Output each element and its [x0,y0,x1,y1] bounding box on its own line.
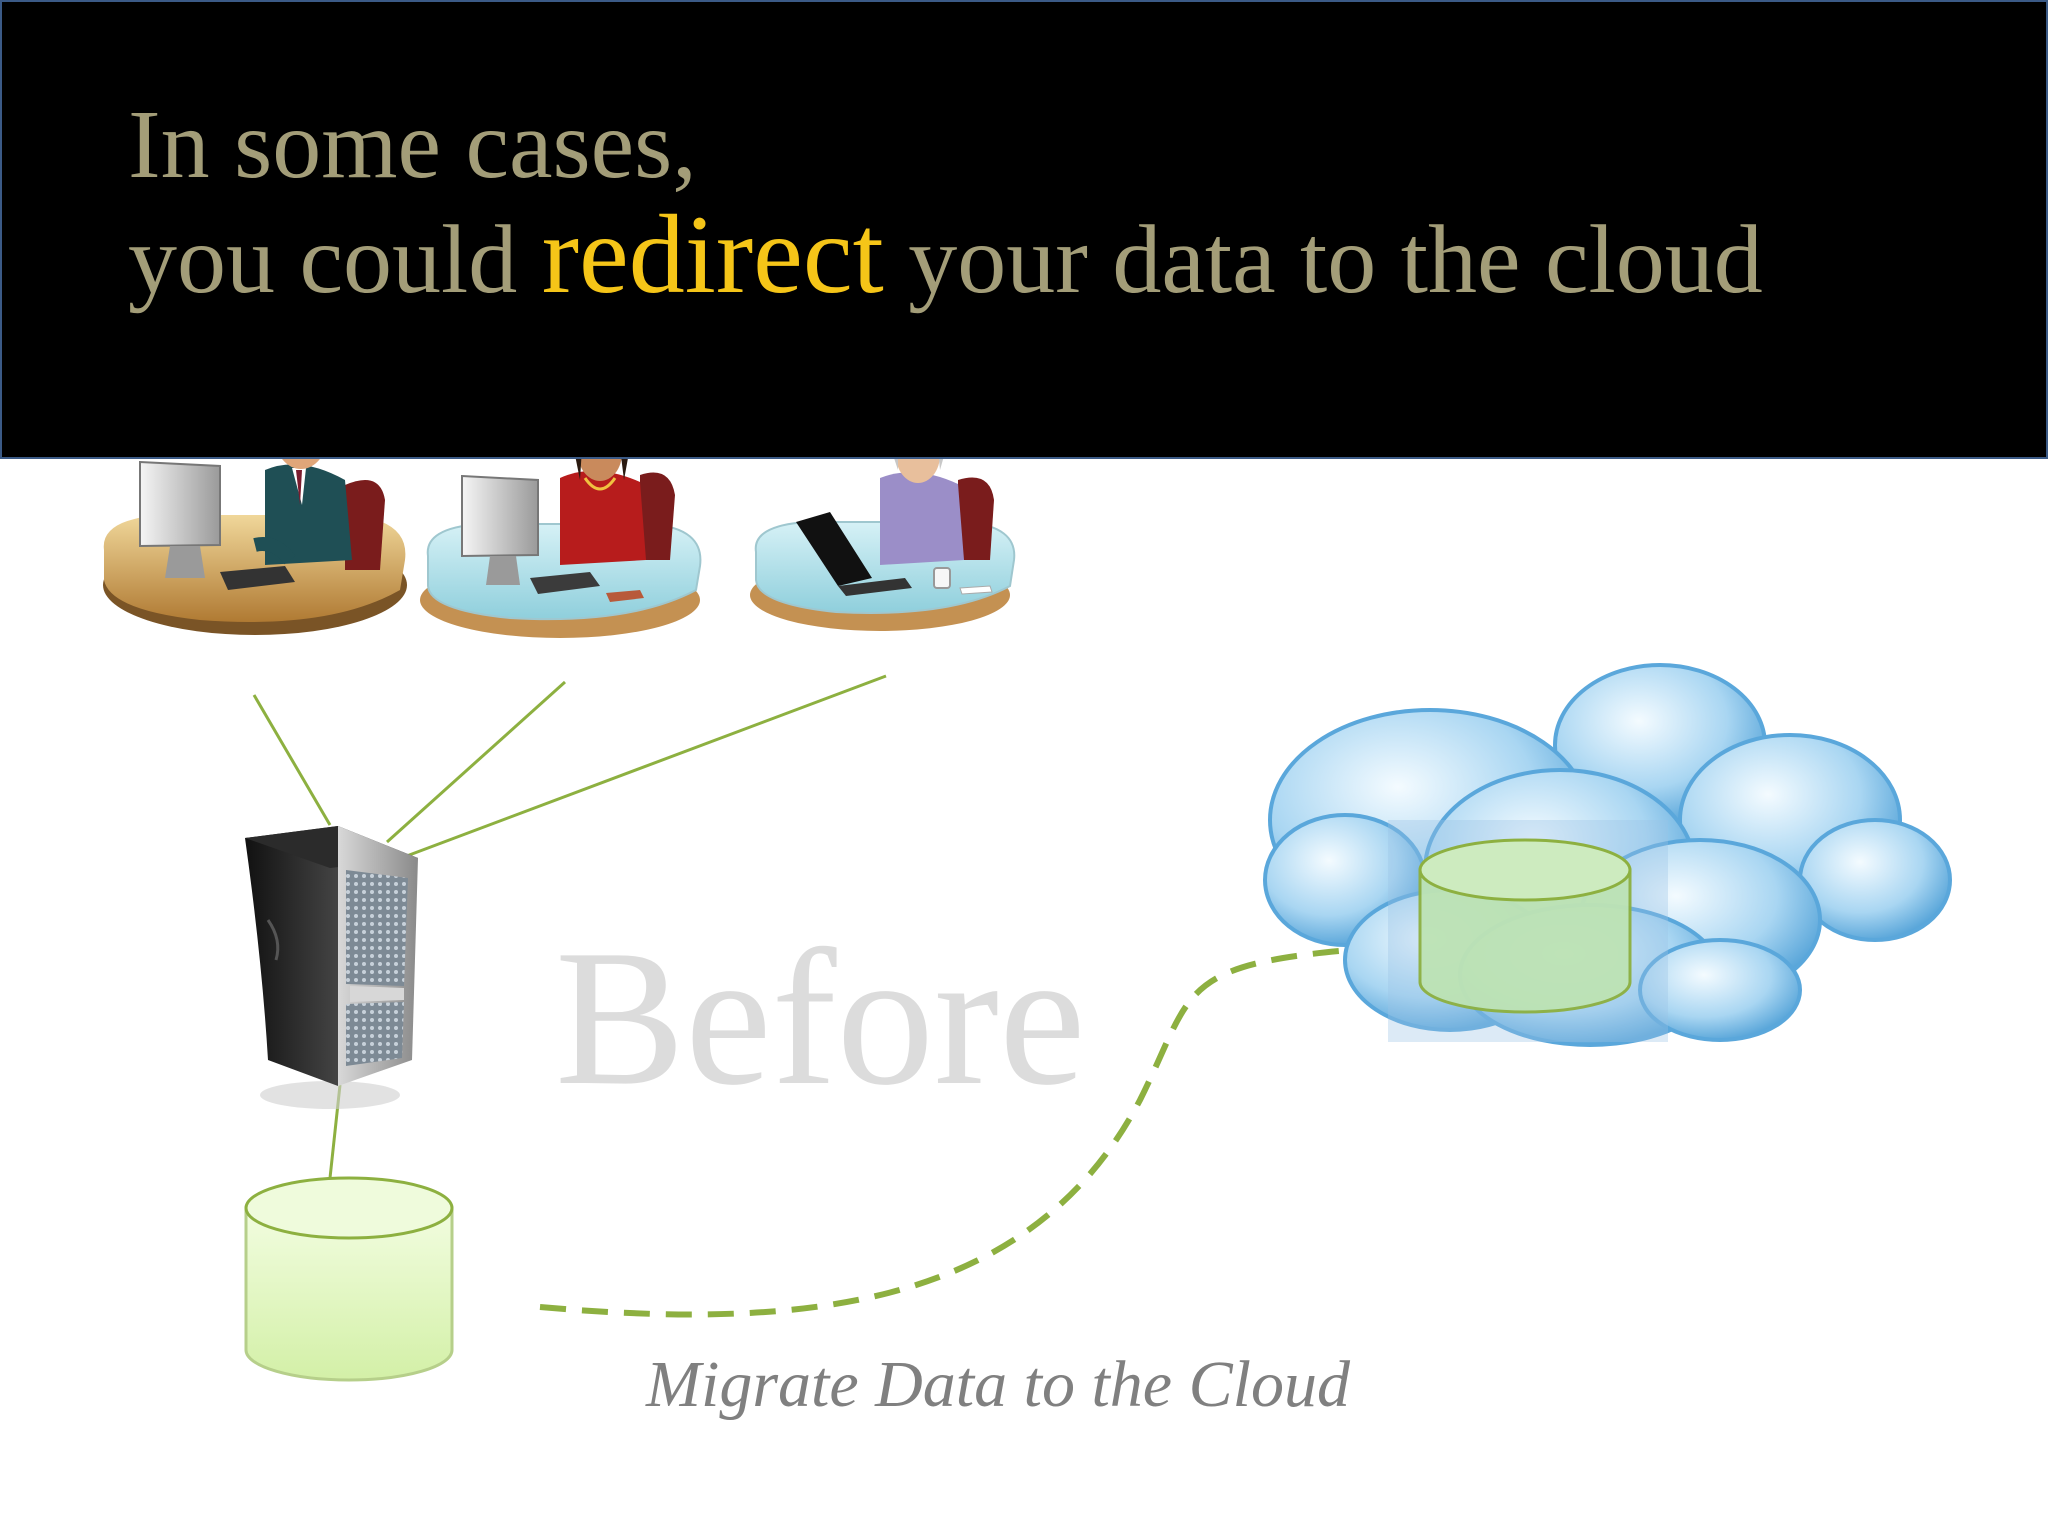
migration-path [539,942,1421,1318]
server-icon [245,826,418,1109]
migration-caption: Migrate Data to the Cloud [646,1348,1350,1421]
database-icon [244,1176,454,1382]
before-watermark: Before [555,910,1086,1126]
title-line-2: you could redirect your data to the clou… [128,199,1763,315]
title-highlight-word: redirect [541,193,884,317]
title-line-2-end: your data to the cloud [883,206,1763,314]
title-line-2-start: you could [128,206,542,314]
link-workstation-1 [252,694,332,826]
title-line-1: In some cases, [128,91,697,199]
workstation-man-icon [103,402,407,635]
link-workstation-2 [385,680,567,844]
link-workstation-3 [403,674,887,859]
workstation-woman-icon [420,420,702,638]
cloud-database-icon [1418,838,1632,1014]
title-header: In some cases, you could redirect your d… [0,0,2048,459]
slide-title: In some cases, you could redirect your d… [128,90,1763,315]
